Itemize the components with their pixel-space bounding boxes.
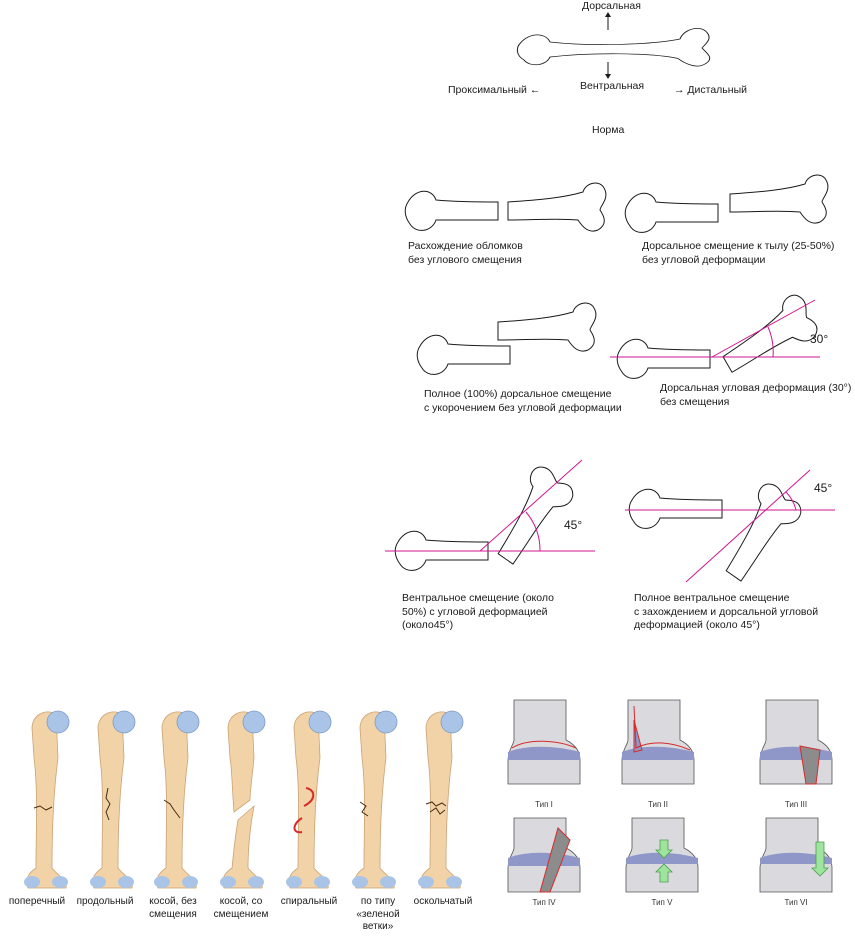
dorsal-arrow	[605, 12, 611, 30]
fracture-separation	[404, 182, 607, 232]
caption-dorsal-angle: Дорсальная угловая деформация (30°) без …	[660, 382, 852, 408]
physeal-label-1: Тип I	[535, 800, 553, 809]
fracture-ventral-angle	[385, 459, 595, 571]
physeal-label-6: Тип VI	[784, 898, 808, 907]
fracture-dorsal-partial	[624, 174, 829, 233]
norm-label: Норма	[592, 124, 625, 136]
femur-spiral	[286, 710, 332, 889]
physeal-type-4	[507, 817, 581, 893]
caption-comminuted: оскольчатый	[413, 896, 473, 907]
physeal-label-2: Тип II	[647, 800, 668, 809]
femur-oblique-displaced	[220, 710, 266, 889]
normal-bone	[516, 27, 711, 67]
physeal-types	[507, 699, 833, 893]
caption-oblique: косой, без смещения	[149, 896, 197, 920]
angle-label-45-overlap: 45°	[814, 481, 833, 495]
physeal-type-5	[625, 817, 699, 893]
caption-longitudinal: продольный	[76, 896, 134, 907]
angle-label-45-ventral: 45°	[564, 518, 583, 532]
caption-greenstick: по типу «зеленой ветки»	[356, 896, 400, 932]
femur-comminuted	[418, 710, 464, 889]
physeal-label-3: Тип III	[784, 800, 808, 809]
physeal-type-6	[759, 817, 833, 893]
femur-longitudinal	[90, 710, 136, 889]
caption-dorsal-full: Полное (100%) дорсальное смещение с укор…	[424, 388, 622, 414]
caption-spiral: спиральный	[280, 896, 338, 907]
caption-transverse: поперечный	[8, 896, 66, 907]
caption-separation: Расхождение обломков без углового смещен…	[408, 240, 523, 266]
physeal-type-1	[507, 699, 581, 785]
caption-oblique-displaced: косой, со смещением	[213, 896, 269, 920]
physeal-label-5: Тип V	[651, 898, 673, 907]
dorsal-label: Дорсальная	[582, 0, 641, 12]
physeal-type-2	[621, 699, 695, 785]
proximal-label: Проксимальный ←	[448, 84, 541, 96]
distal-label: → Дистальный	[674, 84, 747, 96]
femur-transverse	[24, 710, 70, 889]
ventral-label: Вентральная	[580, 80, 645, 92]
caption-dorsal-partial: Дорсальное смещение к тылу (25-50%) без …	[642, 240, 835, 266]
fracture-dorsal-full	[416, 302, 597, 375]
physeal-label-4: Тип IV	[532, 898, 556, 907]
fracture-dorsal-angle	[610, 290, 823, 383]
physeal-type-3	[759, 699, 833, 785]
ventral-arrow	[605, 62, 611, 79]
caption-ventral-angle: Вентральное смещение (около 50%) с углов…	[402, 592, 554, 631]
angle-label-30: 30°	[810, 332, 829, 346]
femur-oblique	[154, 710, 200, 889]
femur-greenstick	[352, 710, 398, 889]
fracture-ventral-overlap	[625, 469, 835, 588]
femur-fracture-types	[24, 710, 464, 889]
caption-ventral-overlap: Полное вентральное смещение с захождение…	[634, 592, 819, 631]
